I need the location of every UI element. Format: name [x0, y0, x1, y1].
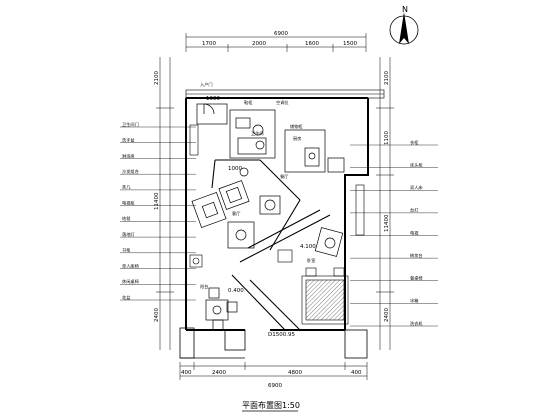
left-callout-label: 茶几: [122, 184, 131, 191]
top-dim-4: 1500: [343, 41, 357, 47]
top-dimensions: [185, 33, 367, 52]
room-label-bathroom: 卫生间: [251, 130, 264, 137]
top-note-4: 储物柜: [290, 123, 303, 130]
right-dim-2: 1100: [384, 131, 390, 145]
right-callout-label: 冰箱: [410, 297, 418, 304]
left-callout-label: 休闲桌椅: [122, 278, 139, 285]
north-arrow-icon: N: [389, 5, 419, 45]
left-callout-label: 电视柜: [122, 199, 135, 206]
left-callout-label: 落地灯: [122, 231, 135, 238]
right-callout-label: 洗衣机: [410, 320, 423, 327]
top-note-1: 入户门: [200, 81, 213, 88]
right-callout-label: 衣柜: [410, 139, 418, 146]
drawing-title: 平面布置图1:50: [242, 400, 300, 410]
right-callout-label: 餐桌椅: [410, 275, 423, 282]
bottom-dim-2: 2400: [212, 370, 226, 376]
room-label-kitchen: 厨房: [293, 135, 301, 142]
room-label-balcony: 阳台: [200, 283, 208, 290]
top-dim-3: 1600: [305, 41, 319, 47]
left-callout-label: 沙发组合: [122, 168, 140, 175]
inner-dim-5: D1500.95: [268, 332, 295, 338]
right-dim-1: 2100: [384, 71, 390, 85]
left-dim-3: 2400: [154, 308, 160, 322]
right-callout-label: 床头柜: [410, 161, 423, 168]
top-dim-2: 2000: [252, 41, 266, 47]
north-label: N: [402, 5, 408, 14]
diagonal-walls: [211, 159, 331, 331]
left-callout-label: 洗手盆: [122, 137, 135, 144]
lounge-chair: [314, 227, 344, 257]
double-bed: [301, 267, 349, 325]
room-label-living: 客厅: [232, 210, 240, 217]
top-dim-1: 1700: [202, 41, 216, 47]
top-note-3: 空调位: [276, 99, 289, 106]
left-callout-label: 卫生间门: [122, 121, 139, 128]
right-dim-4: 2400: [384, 308, 390, 322]
inner-dim-3: 0.400: [228, 288, 244, 294]
inner-dim-2: 1000: [228, 166, 242, 172]
left-callout-label: 花盆: [122, 294, 131, 301]
right-dim-3: 11400: [384, 214, 390, 232]
entry: [196, 103, 228, 125]
right-dimensions: [376, 57, 394, 350]
inner-dim-4: 4.100: [300, 244, 316, 250]
bottom-dimensions: [179, 362, 368, 380]
balcony-table: [205, 287, 238, 331]
left-callout-label: 单人座椅: [122, 262, 139, 269]
right-callout-label: 双人床: [410, 184, 423, 191]
right-callout-label: 台灯: [410, 207, 419, 214]
right-callout-label: 电视: [410, 229, 419, 236]
left-callout-label: 书柜: [122, 247, 130, 254]
bottom-dim-1: 400: [181, 370, 192, 376]
left-callout-label: 淋浴房: [122, 152, 135, 159]
bathroom: [229, 109, 276, 159]
bottom-dim-4: 400: [351, 370, 362, 376]
left-dimensions: [156, 57, 174, 350]
right-callout-label: 梳妆台: [410, 252, 423, 259]
room-label-dining: 餐厅: [280, 173, 288, 180]
kitchen: [284, 129, 345, 173]
bottom-dim-3: 4800: [288, 370, 302, 376]
bottom-overall-dim: 6900: [268, 383, 282, 389]
inner-dim-1: 1000: [206, 96, 220, 102]
left-dim-2: 11400: [154, 192, 160, 210]
pillars: [179, 327, 368, 359]
left-callout-label: 地毯: [122, 215, 131, 221]
armchair: [227, 221, 255, 249]
top-note-2: 鞋柜: [244, 99, 252, 106]
cabinets: [189, 124, 365, 268]
room-label-bedroom: 卧室: [307, 257, 315, 264]
left-dim-1: 2100: [154, 71, 160, 85]
sofa-group: [191, 167, 281, 229]
top-overall-dim: 6900: [274, 31, 288, 37]
